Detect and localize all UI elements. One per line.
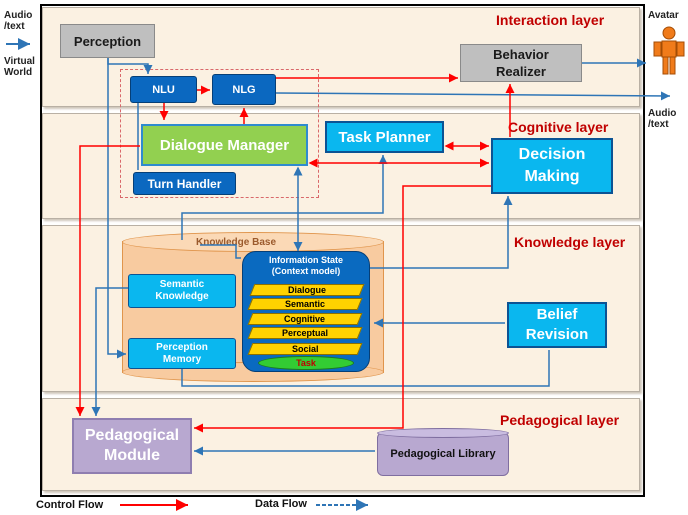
pedagogical-layer-title: Pedagogical layer: [500, 412, 620, 428]
perception-module: Perception: [60, 24, 155, 58]
knowledge-layer-title: Knowledge layer: [514, 234, 626, 250]
data-flow-legend-label: Data Flow: [255, 498, 307, 510]
pedagogical-module: Pedagogical Module: [72, 418, 192, 474]
dialogue-manager-module: Dialogue Manager: [141, 124, 308, 166]
perception-memory-store: Perception Memory: [128, 338, 236, 369]
information-state-title: Information State (Context model): [268, 255, 343, 276]
interaction-layer-title: Interaction layer: [496, 12, 605, 28]
system-frame: [40, 4, 645, 497]
task-planner-module: Task Planner: [325, 121, 444, 153]
nlu-module: NLU: [130, 76, 197, 103]
is-layer-task: Task: [258, 356, 354, 370]
control-flow-legend-label: Control Flow: [36, 499, 104, 511]
knowledge-base-title: Knowledge Base: [196, 237, 277, 248]
pedagogical-library-cylinder-top: [377, 428, 509, 438]
behavior-realizer-module: Behavior Realizer: [460, 44, 582, 82]
turn-handler-module: Turn Handler: [133, 172, 236, 195]
cognitive-layer-title: Cognitive layer: [508, 119, 609, 135]
dialogue-subsystem-group: [120, 69, 319, 198]
avatar-icon: [653, 26, 685, 75]
belief-revision-module: Belief Revision: [507, 302, 607, 348]
avatar-label: Avatar: [648, 10, 679, 21]
decision-making-module: Decision Making: [491, 138, 613, 194]
virtual-world-label: Virtual World: [4, 56, 35, 78]
audio-text-output-label: Audio /text: [648, 108, 677, 130]
pedagogical-library-label: Pedagogical Library: [390, 448, 496, 460]
semantic-knowledge-store: Semantic Knowledge: [128, 274, 236, 308]
nlg-module: NLG: [212, 74, 276, 105]
audio-text-input-label: Audio /text: [4, 10, 33, 32]
